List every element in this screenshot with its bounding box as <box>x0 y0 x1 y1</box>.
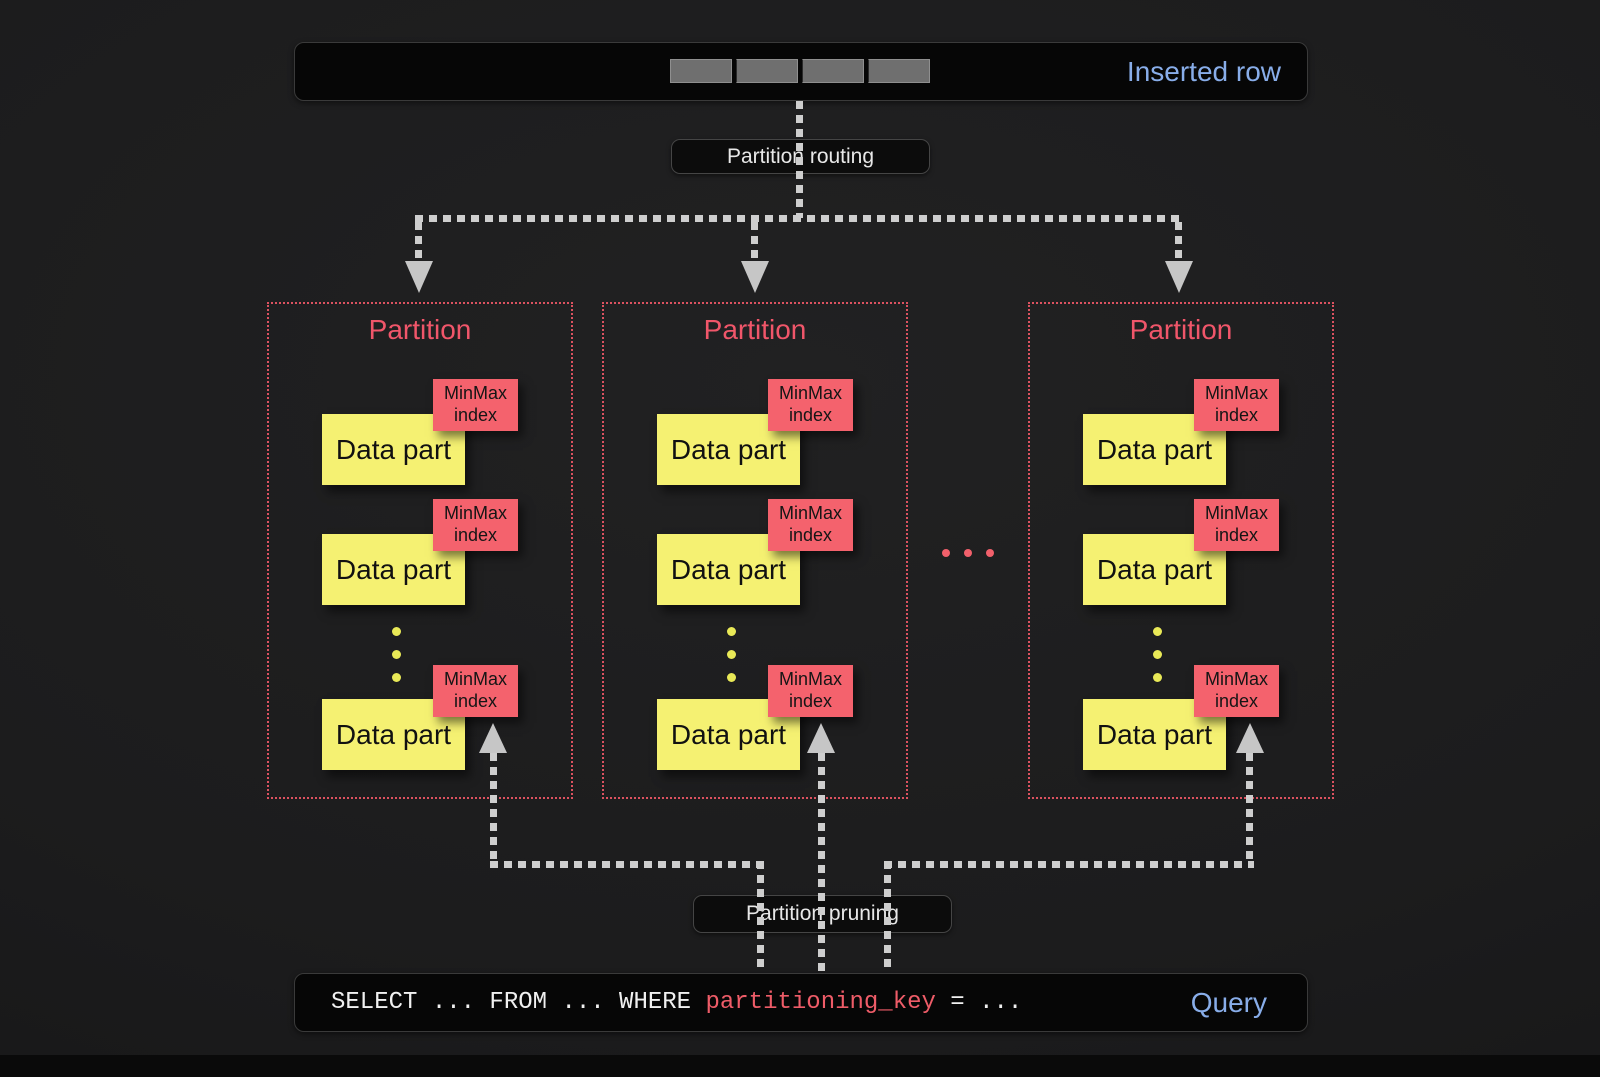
bottom-band <box>0 1055 1600 1077</box>
inserted-row-segments <box>670 59 930 83</box>
data-part-label: Data part <box>335 718 452 750</box>
more-parts-dots <box>727 627 736 682</box>
query-label: Query <box>1190 987 1267 1018</box>
arrow-up-icon <box>1236 723 1264 753</box>
ellipsis-dots <box>942 549 994 557</box>
query-bar: SELECT ... FROM ... WHERE partitioning_k… <box>294 973 1308 1032</box>
data-part-label: Data part <box>1096 433 1213 465</box>
pruning-line-down-right <box>884 861 891 973</box>
arrow-down-icon <box>741 261 769 293</box>
data-part: Data part <box>1083 414 1226 485</box>
arrow-up-icon <box>479 723 507 753</box>
routing-line-horizontal <box>415 215 1182 222</box>
pruning-line-middle <box>818 753 825 973</box>
pruning-line-down-left <box>757 861 764 973</box>
arrow-down-icon <box>1165 261 1193 293</box>
arrow-up-icon <box>807 723 835 753</box>
data-part-label: Data part <box>670 718 787 750</box>
partition-title: Partition <box>1129 314 1233 345</box>
routing-stub-middle <box>751 222 758 262</box>
sql-suffix: = ... <box>935 989 1023 1016</box>
more-parts-dots <box>392 627 401 682</box>
sql-partitioning-key: partitioning_key <box>705 989 936 1016</box>
arrow-down-icon <box>405 261 433 293</box>
row-segment <box>802 59 864 83</box>
data-part: Data part <box>322 414 465 485</box>
data-part-label: Data part <box>335 433 452 465</box>
routing-stub-right <box>1175 222 1182 262</box>
data-part-label: Data part <box>670 553 787 585</box>
routing-stub-left <box>415 222 422 262</box>
partition-title: Partition <box>703 314 807 345</box>
data-part-label: Data part <box>1096 553 1213 585</box>
data-part-label: Data part <box>670 433 787 465</box>
data-part-label: Data part <box>1096 718 1213 750</box>
row-segment <box>670 59 732 83</box>
routing-line-vertical <box>796 101 803 218</box>
data-part: Data part <box>1083 534 1226 605</box>
more-parts-dots <box>1153 627 1162 682</box>
inserted-row-label: Inserted row <box>1126 56 1281 87</box>
inserted-row-bar: Inserted row <box>294 42 1308 101</box>
pruning-line-horizontal-left <box>490 861 764 868</box>
pruning-line-horizontal-right <box>884 861 1254 868</box>
sql-prefix: SELECT ... FROM ... WHERE <box>331 989 706 1016</box>
pruning-line-right-tail <box>1246 753 1253 865</box>
pruning-line-left-tail <box>490 753 497 865</box>
partition-title: Partition <box>368 314 472 345</box>
row-segment <box>736 59 798 83</box>
sql-text: SELECT ... FROM ... WHERE partitioning_k… <box>331 974 1022 1031</box>
data-part-label: Data part <box>335 553 452 585</box>
data-part: Data part <box>322 534 465 605</box>
row-segment <box>868 59 930 83</box>
